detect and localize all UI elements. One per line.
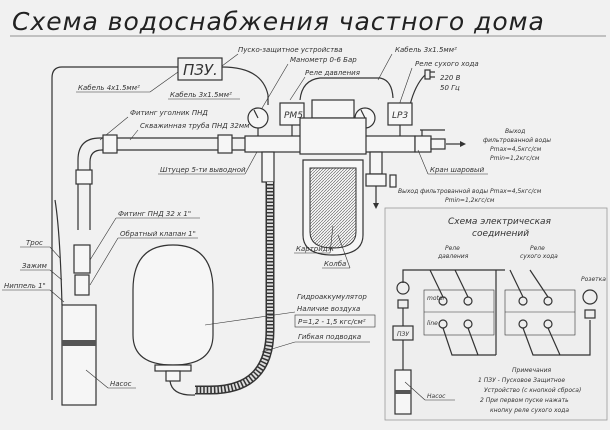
motor-terminal-label: motor [427, 295, 446, 302]
outlet-pmax: Pmax=4,5кгс/см [490, 146, 542, 153]
clamp-label: Зажим [22, 262, 48, 270]
pump-label-electrical: Насос [427, 393, 446, 400]
accumulator-label: Гидроаккумулятор [297, 293, 367, 301]
flex-hose-label: Гибкая подводка [298, 333, 361, 341]
cable-to-pump [51, 66, 178, 400]
cable-pzu-to-relay [221, 66, 269, 105]
drain-outlet-label: Выход фильтрованной воды Pmax=4,5кгс/см [398, 188, 542, 195]
well-pipe [75, 134, 300, 230]
ball-valve-icon [414, 129, 446, 153]
cable-relay-to-relay [299, 77, 394, 101]
svg-text:LP3: LP3 [392, 111, 408, 121]
hydro-accumulator [132, 244, 214, 396]
manometer-icon [247, 107, 269, 136]
elbow-fitting-label: Фитинг уголник ПНД [130, 109, 208, 117]
note-1: 1 ПЗУ - Пусковое Защитное [478, 377, 565, 384]
pzu-device: ПЗУ. [177, 57, 223, 81]
dry-relay-block [504, 289, 576, 336]
filter-housing [299, 99, 367, 256]
submersible-pump [54, 199, 97, 406]
pump-label: Насос [110, 380, 132, 388]
cartridge-label: Картридж [296, 245, 335, 253]
cable-pzu-label: Кабель 3х1.5мм² [170, 91, 232, 99]
dry-run-relay-lp3: LP3 [387, 102, 413, 136]
cable-top-right-label: Кабель 3х1.5мм² [395, 46, 457, 54]
union-label: Штуцер 5-ти выводной [160, 166, 246, 174]
pzu-label: Пуско-защитное устройства [238, 46, 343, 54]
voltage-label: 220 В [440, 74, 461, 82]
pressure-relay-title-2: давления [437, 253, 469, 260]
ball-valve-label: Кран шаровый [430, 166, 485, 174]
check-valve-label: Обратный клапан 1" [120, 230, 196, 238]
well-pipe-label: Скважинная труба ПНД 32мм [140, 122, 250, 130]
socket-icon-right [582, 289, 598, 305]
line-terminal-label: line [427, 320, 438, 327]
dry-run-relay-label: Реле сухого хода [415, 60, 479, 68]
pressure-relay-rm5: РМ5 [279, 102, 305, 136]
drain-valve-icon [373, 174, 397, 209]
svg-text:РМ5: РМ5 [284, 111, 303, 121]
pressure-relay-block [423, 289, 495, 336]
dry-relay-title-2: сухого хода [520, 253, 558, 260]
accumulator-pressure-label: P=1,2 - 1,5 кгс/см² [298, 318, 366, 326]
frequency-label: 50 Гц [440, 84, 460, 92]
pressure-relay-title: Реле [445, 245, 460, 252]
pressure-relay-label: Реле давления [305, 69, 360, 77]
manometer-label: Манометр 0-6 Бар [290, 56, 357, 64]
power-plug-icon [424, 69, 435, 80]
electrical-title: Схема электрическая [448, 217, 552, 227]
note-1-cont: Устройство (с кнопкой сброса) [484, 387, 581, 394]
accumulator-air-label: Наличие воздуха [297, 305, 360, 313]
cable-left-label: Кабель 4х1.5мм² [78, 84, 140, 92]
outlet-pmin: Pmin=1,2кгс/см [490, 155, 540, 162]
outlet-label: Выход [505, 128, 525, 135]
dry-relay-title: Реле [530, 245, 545, 252]
note-2: 2 При первом пуске нажать [480, 397, 569, 404]
pnd-fitting-label: Фитинг ПНД 32 х 1" [118, 210, 191, 218]
nipple-label: Ниппель 1" [4, 282, 46, 290]
electrical-scheme-panel: Схема электрическая соединений Реле давл… [384, 207, 608, 421]
flask-label: Колба [324, 260, 346, 268]
pzu-label: ПЗУ [397, 331, 409, 338]
note-2-cont: кнопку реле сухого хода [490, 407, 569, 414]
drain-outlet-pmin: Pmin=1,2кгс/см [445, 197, 495, 204]
outlet-label: фильтрованной воды [483, 137, 551, 144]
socket-label: Розетка [581, 276, 606, 283]
diagram-title: Схема водоснабжения частного дома [12, 7, 545, 36]
notes-heading: Примечания [512, 367, 551, 374]
rope-label: Трос [26, 239, 43, 247]
socket-icon [396, 281, 410, 295]
electrical-title-2: соединений [472, 229, 529, 239]
power-cable [409, 74, 426, 106]
svg-text:ПЗУ.: ПЗУ. [183, 61, 218, 79]
